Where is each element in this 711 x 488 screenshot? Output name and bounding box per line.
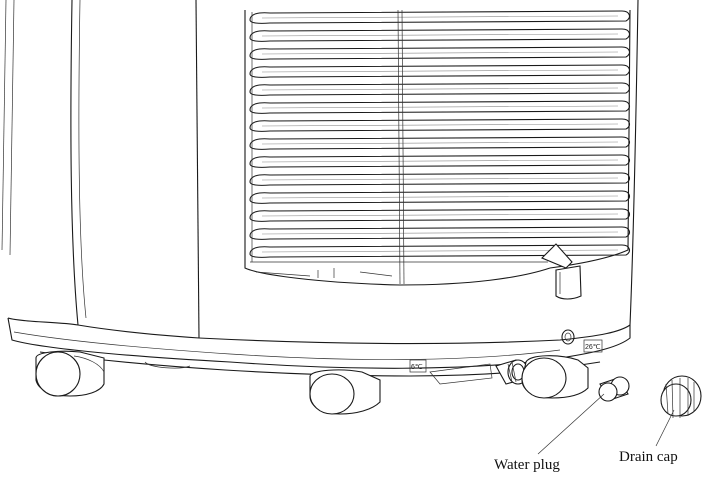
caster-wheels [35,350,589,415]
grille-slat-edge [261,105,619,109]
grille-slat-edge [261,159,619,163]
water-plug-label: Water plug [494,457,560,473]
grille-slat-edge [261,87,619,91]
drain-outlet [495,359,529,385]
grille-slat-edge [261,231,619,235]
drain-cap-part [660,375,702,419]
water-plug-leader [537,393,605,455]
grille-frame [244,9,631,286]
side-latch [541,243,582,300]
grille-slat-edge [261,213,619,217]
air-grille [249,10,631,258]
leader-lines [537,393,675,455]
drain-cap-label: Drain cap [619,449,678,465]
svg-text:26℃: 26℃ [585,344,601,351]
grille-slat-edge [261,33,619,37]
grille-slat-edge [261,51,619,55]
base-details: 26℃ 6℃ [409,329,603,385]
grille-slat-edge [261,123,619,127]
grille-slat-edge [261,15,619,19]
grille-slat-edge [261,195,619,199]
grille-slat-edge [261,69,619,73]
drain-cap-leader [655,409,675,447]
grille-slat-edge [261,177,619,181]
grille-slat-edge [261,141,619,145]
water-plug-part [598,376,630,402]
svg-text:6℃: 6℃ [411,364,423,371]
